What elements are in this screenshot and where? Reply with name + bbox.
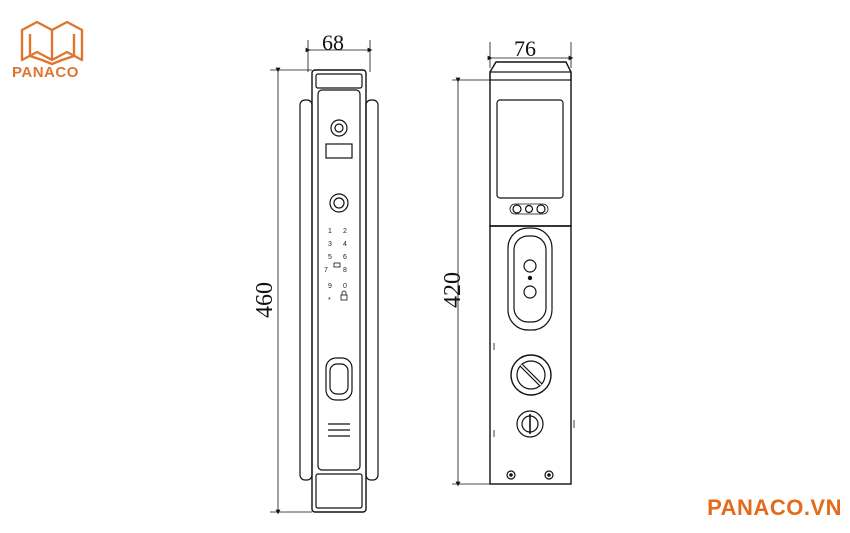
key-indicator-icon [333,262,341,268]
key-4: 4 [343,241,347,248]
key-6: 6 [343,254,347,261]
brand-logo-text: PANACO [12,64,79,81]
key-star: * [328,297,331,304]
key-0: 0 [343,283,347,290]
side-width-label: 76 [514,36,536,61]
key-7: 7 [324,267,328,274]
side-view [452,42,575,487]
front-height-label: 460 [252,282,278,318]
key-9: 9 [328,283,332,290]
front-view [270,40,379,515]
lock-symbol-icon [340,290,348,301]
front-width-label: 68 [322,30,344,55]
key-1: 1 [328,228,332,235]
key-8: 8 [343,267,347,274]
key-2: 2 [343,228,347,235]
brand-website-text: PANACO.VN [707,495,842,520]
key-3: 3 [328,241,332,248]
side-height-label: 420 [440,272,466,308]
panaco-book-logo-icon [20,20,84,66]
front-keypad: 1 2 3 4 5 6 7 8 9 0 * [324,228,347,304]
key-5: 5 [328,254,332,261]
